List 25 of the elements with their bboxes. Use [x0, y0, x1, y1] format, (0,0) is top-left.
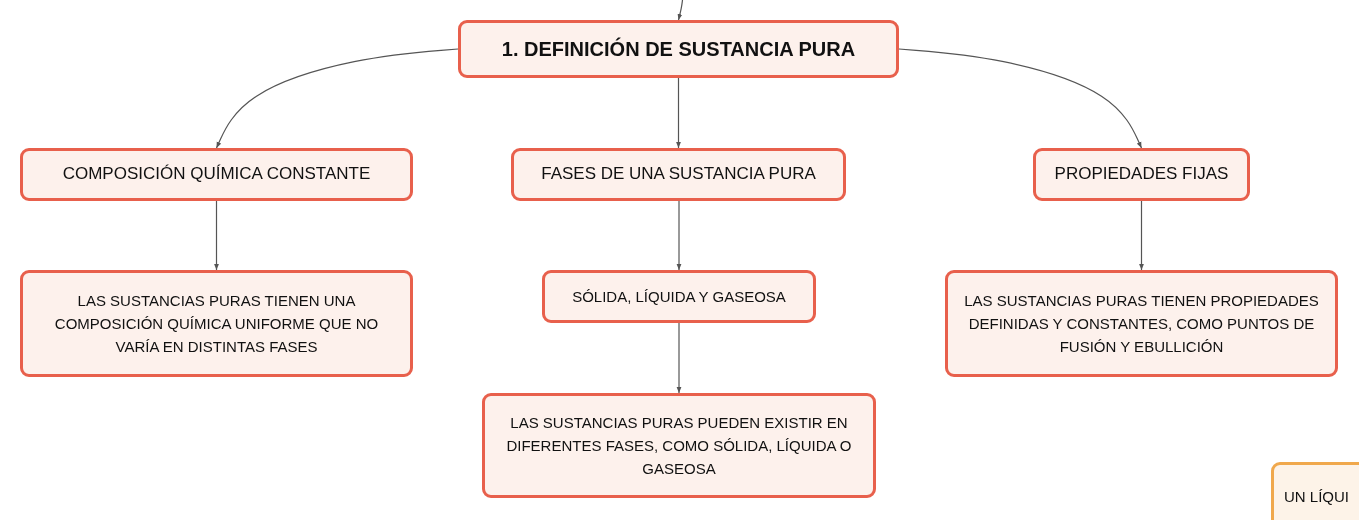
concept-box	[1033, 148, 1250, 201]
connector-arrow	[676, 77, 681, 149]
concept-box	[945, 270, 1338, 377]
concept-box	[482, 393, 876, 498]
node-text: 1. DEFINICIÓN DE SUSTANCIA PURA	[501, 36, 856, 62]
connector-arrow	[676, 322, 682, 394]
concept-box	[542, 270, 816, 323]
node-text: LAS SUSTANCIAS PURAS TIENEN UNA COMPOSICIÓN QUÍMICA UNIFORME QUE NO VARÍA EN DISTINTAS FASES	[53, 290, 380, 358]
arrow	[677, 0, 684, 21]
node-text: UN LÍQUI	[1284, 487, 1349, 508]
concept-box	[20, 148, 413, 201]
node-text: PROPIEDADES FIJAS	[1054, 163, 1229, 186]
concept-box	[20, 270, 413, 377]
connector-arrow	[898, 48, 1143, 149]
node-text: FASES DE UNA SUSTANCIA PURA	[541, 163, 816, 186]
node-text: LAS SUSTANCIAS PURAS PUEDEN EXISTIR EN DIFERENTES FASES, COMO SÓLIDA, LÍQUIDA O GASEOSA	[505, 412, 853, 480]
connector-arrow	[214, 200, 219, 271]
connector-arrow	[676, 200, 682, 271]
node-text: COMPOSICIÓN QUÍMICA CONSTANTE	[62, 163, 371, 186]
connector-arrow	[1139, 200, 1144, 271]
title-box	[458, 20, 899, 78]
connector-arrow	[215, 48, 459, 149]
concept-box	[511, 148, 846, 201]
node-text: SÓLIDA, LÍQUIDA Y GASEOSA	[572, 286, 786, 307]
node-text: LAS SUSTANCIAS PURAS TIENEN PROPIEDADES DEFINIDAS Y CONSTANTES, COMO PUNTOS DE FUSIÓN Y EBULLICIÓN	[963, 290, 1320, 358]
